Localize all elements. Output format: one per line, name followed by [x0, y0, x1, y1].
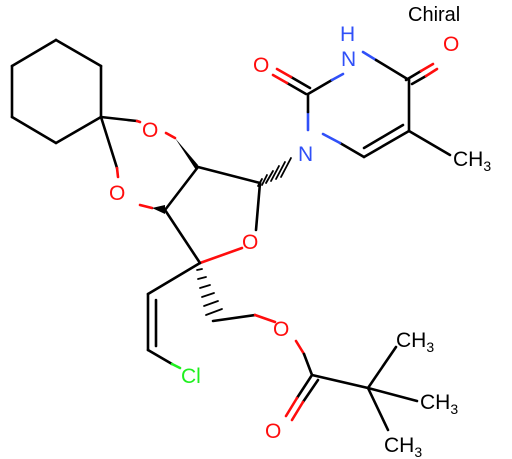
- atom-o-carbonyl-ester: O: [265, 420, 281, 443]
- atom-n1: N: [298, 143, 313, 166]
- atom-n3: N: [341, 48, 356, 71]
- hashed-bond-c4-ch2: [196, 268, 223, 316]
- hashed-bond-c1-n1: [257, 157, 292, 187]
- atom-o-c4: O: [443, 33, 459, 56]
- atom-o-ring: O: [242, 231, 258, 254]
- atom-o-ester: O: [273, 318, 289, 341]
- atom-ch3-c5: CH3: [453, 148, 491, 174]
- atom-o-c2: O: [253, 54, 269, 77]
- cyclohexane-ring: [10, 38, 103, 145]
- furanose-ring: [196, 165, 262, 265]
- pyrimidine-ring: [306, 50, 411, 159]
- atom-o-dioxolane-top: O: [142, 119, 158, 142]
- dioxolane-ring: [99, 115, 177, 210]
- atom-n3-h: H: [340, 23, 355, 46]
- atom-o-dioxolane-bottom: O: [109, 182, 125, 205]
- wedge-bond-c3: [152, 205, 165, 214]
- chiral-label: Chiral: [408, 4, 460, 26]
- atom-ch3-tbu-bottom: CH3: [384, 434, 422, 459]
- atom-cl: Cl: [181, 365, 201, 388]
- wedge-bond-c2: [175, 138, 198, 170]
- atom-ch3-tbu-right: CH3: [420, 391, 458, 417]
- atom-ch3-tbu-top: CH3: [396, 329, 434, 355]
